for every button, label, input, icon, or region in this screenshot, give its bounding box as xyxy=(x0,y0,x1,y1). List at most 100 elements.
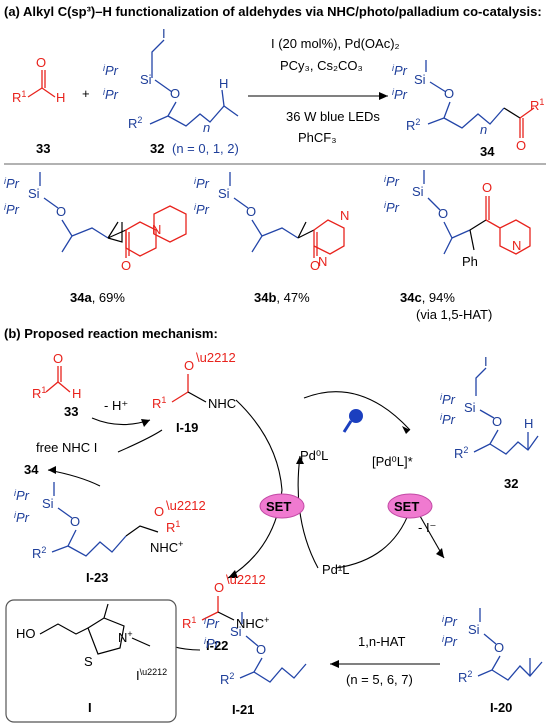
svg-text:O: O xyxy=(56,204,66,219)
section-b-title: (b) Proposed reaction mechanism: xyxy=(4,326,218,341)
aldehyde-33-structure: O R1 H xyxy=(12,55,65,105)
svg-text:iPr: iPr xyxy=(103,87,119,102)
svg-text:iPr: iPr xyxy=(442,614,458,629)
svg-text:Si: Si xyxy=(42,496,54,511)
svg-text:iPr: iPr xyxy=(440,412,456,427)
svg-text:iPr: iPr xyxy=(442,634,458,649)
set-label-right: SET xyxy=(394,499,419,514)
label-I23: I-23 xyxy=(86,570,108,585)
svg-text:O: O xyxy=(154,504,164,519)
section-a-title: (a) Alkyl C(sp³)–H functionalization of … xyxy=(4,4,542,19)
mech-aldehyde-33: O R1 H xyxy=(32,351,81,401)
catalyst-box xyxy=(5,599,177,723)
conditions-line4: PhCF₃ xyxy=(298,130,337,145)
svg-text:NHC+: NHC+ xyxy=(150,539,183,555)
catalyst-label: I xyxy=(88,700,92,715)
cycle-arc-pd-top xyxy=(303,391,411,431)
svg-text:R1: R1 xyxy=(166,519,180,535)
label-32-n: (n = 0, 1, 2) xyxy=(172,141,239,156)
intermediate-I19-structure: O \u2212 R1 NHC xyxy=(152,350,236,411)
svg-text:R1: R1 xyxy=(182,615,196,631)
pd0l-label: Pd⁰L xyxy=(300,448,328,463)
svg-text:O: O xyxy=(444,86,454,101)
svg-text:Si: Si xyxy=(140,72,152,87)
svg-text:H: H xyxy=(72,386,81,401)
svg-text:R1: R1 xyxy=(32,385,46,401)
svg-text:O: O xyxy=(36,55,46,70)
svg-text:\u2212: \u2212 xyxy=(196,350,236,365)
svg-text:Si: Si xyxy=(468,622,480,637)
product-34b-structure: Si iPr iPr O O N N xyxy=(194,172,349,273)
svg-text:Si: Si xyxy=(28,186,40,201)
plus-sign: + xyxy=(82,86,90,101)
substrate-32-structure: I Si O R2 H iPr iPr n xyxy=(103,26,239,135)
set-label-left: SET xyxy=(266,499,291,514)
svg-text:iPr: iPr xyxy=(392,63,408,78)
svg-text:N: N xyxy=(152,222,161,237)
cycle-arc-pd-bottom xyxy=(335,509,411,569)
cycle-arc-left-top xyxy=(235,399,283,491)
product-34a-caption: 34a, 69% xyxy=(70,290,125,305)
svg-text:O: O xyxy=(492,414,502,429)
svg-text:O: O xyxy=(310,258,320,273)
svg-text:\u2212: \u2212 xyxy=(226,572,266,587)
svg-text:R2: R2 xyxy=(406,117,420,133)
svg-text:H: H xyxy=(56,90,65,105)
svg-text:H: H xyxy=(219,76,228,91)
product-34c-caption: 34c, 94% xyxy=(400,290,455,305)
label-I21: I-21 xyxy=(232,702,254,717)
mech-label-33: 33 xyxy=(64,404,78,419)
svg-text:O: O xyxy=(53,351,63,366)
pd0l-excited-label: [Pd⁰L]* xyxy=(372,454,413,469)
svg-text:O: O xyxy=(214,580,224,595)
set-ellipse-right xyxy=(387,493,433,519)
svg-text:R2: R2 xyxy=(32,545,46,561)
mech-substrate-32: I Si iPr iPr O R2 H xyxy=(440,354,539,461)
blue-light-icon xyxy=(342,409,363,433)
svg-text:Si: Si xyxy=(414,72,426,87)
svg-text:iPr: iPr xyxy=(440,392,456,407)
intermediate-I20-structure: Si iPr iPr O R2 xyxy=(442,608,543,685)
svg-text:O: O xyxy=(184,358,194,373)
svg-text:iPr: iPr xyxy=(384,200,400,215)
svg-text:iPr: iPr xyxy=(204,616,220,631)
hat-label: 1,n-HAT xyxy=(358,634,405,649)
svg-text:iPr: iPr xyxy=(103,63,119,78)
svg-text:R2: R2 xyxy=(458,669,472,685)
set-ellipse-left xyxy=(259,493,305,519)
deprotonation-arrow xyxy=(91,417,151,426)
svg-text:iPr: iPr xyxy=(392,87,408,102)
label-32: 32 xyxy=(150,141,164,156)
svg-text:Si: Si xyxy=(464,400,476,415)
free-nhc-label: free NHC I xyxy=(36,440,97,455)
svg-text:I: I xyxy=(484,354,488,369)
svg-text:NHC+: NHC+ xyxy=(236,615,269,631)
label-I19: I-19 xyxy=(176,420,198,435)
product-34a-structure: Si iPr iPr O N O xyxy=(4,172,187,273)
svg-text:O: O xyxy=(121,258,131,273)
conditions-line1: I (20 mol%), Pd(OAc)₂ xyxy=(271,36,400,51)
svg-text:R1: R1 xyxy=(12,89,26,105)
svg-text:O: O xyxy=(516,138,526,153)
label-34: 34 xyxy=(480,144,495,159)
svg-text:iPr: iPr xyxy=(14,510,30,525)
svg-text:n: n xyxy=(203,120,210,135)
svg-text:O: O xyxy=(256,642,266,657)
mech-label-34: 34 xyxy=(24,462,39,477)
svg-text:n: n xyxy=(480,122,487,137)
product-34c-structure: Si iPr iPr O Ph O N xyxy=(384,170,531,269)
svg-text:iPr: iPr xyxy=(4,202,20,217)
svg-text:O: O xyxy=(246,204,256,219)
minus-h: - H⁺ xyxy=(104,398,128,413)
svg-text:HO: HO xyxy=(16,626,36,641)
conditions-line3: 36 W blue LEDs xyxy=(286,109,380,124)
intermediate-I21-structure: Si iPr iPr O R2 xyxy=(204,612,307,687)
svg-text:N: N xyxy=(512,238,521,253)
svg-text:O: O xyxy=(494,640,504,655)
svg-text:H: H xyxy=(524,416,533,431)
free-nhc-arrow xyxy=(117,429,163,453)
conditions-line2: PCy₃, Cs₂CO₃ xyxy=(280,58,363,73)
product-34-structure: Si iPr iPr O R2 O R1 n xyxy=(392,60,544,153)
svg-text:iPr: iPr xyxy=(204,636,220,651)
